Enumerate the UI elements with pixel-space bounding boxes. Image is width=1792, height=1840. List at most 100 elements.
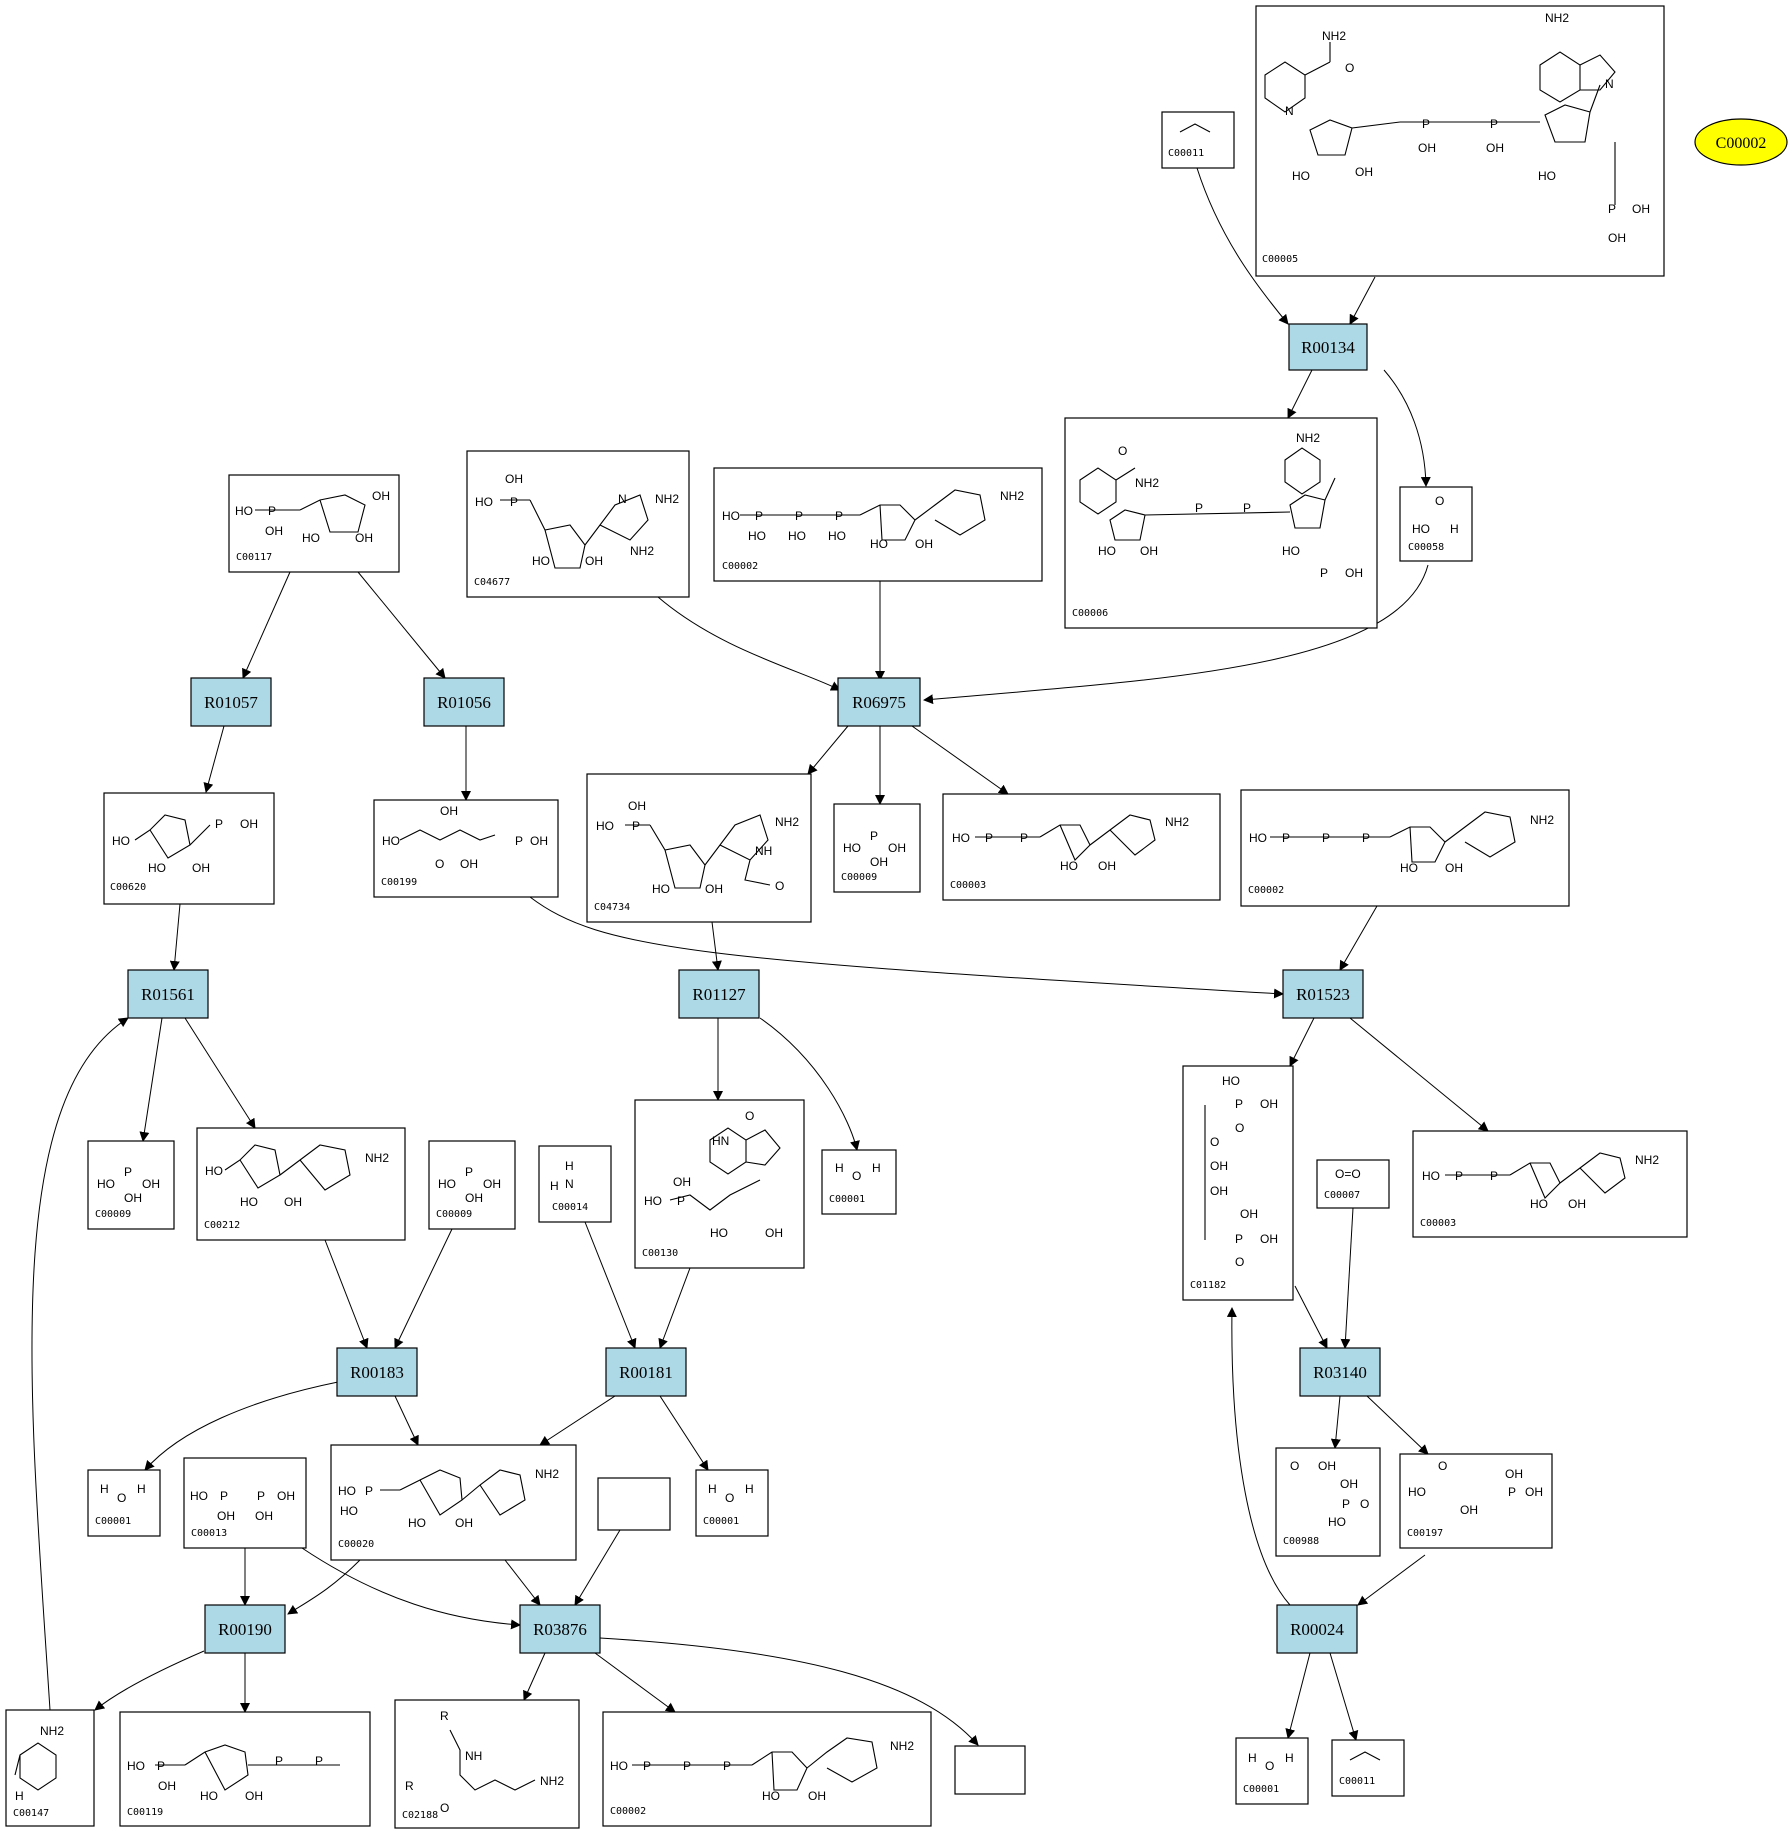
reaction-node[interactable]: R01057	[190, 677, 272, 727]
reaction-node[interactable]: R00024	[1276, 1604, 1358, 1654]
atom-label: P	[643, 1759, 651, 1773]
edge-c00197-r00024	[1357, 1554, 1426, 1606]
edge-r01561-c00009	[139, 1017, 163, 1142]
atom-label: O	[1265, 1759, 1274, 1773]
atom-label: HO	[1098, 544, 1116, 558]
highlight-node[interactable]: C00002	[1694, 118, 1788, 166]
atom-label: P	[1342, 1497, 1350, 1511]
reaction-node[interactable]: R01056	[423, 677, 505, 727]
reaction-node[interactable]: R00134	[1288, 323, 1368, 371]
edge-r03876-c00002c	[594, 1652, 676, 1713]
atom-label: HO	[1530, 1197, 1548, 1211]
edge-c00199-r01523	[529, 896, 1284, 999]
compound-label: C00620	[110, 882, 146, 893]
atom-label: OH	[1486, 141, 1504, 155]
atom-label: OH	[240, 817, 258, 831]
edge-r03140-c00988	[1330, 1395, 1341, 1449]
compound-node[interactable]: R NH R NH2 O C02188	[394, 1699, 580, 1829]
atom-label: HO	[408, 1516, 426, 1530]
compound-node[interactable]: HO P P OH OH OH C00013	[183, 1457, 307, 1549]
atom-label: O	[775, 879, 784, 893]
atom-label: HO	[843, 841, 861, 855]
atom-label: HO	[722, 509, 740, 523]
atom-label: OH	[265, 524, 283, 538]
compound-node[interactable]: HO P HO NH2 HO OH C00020	[330, 1444, 577, 1561]
atom-label: HO	[1400, 861, 1418, 875]
atom-label: OH	[460, 857, 478, 871]
reaction-node[interactable]: R00183	[336, 1347, 418, 1397]
compound-node[interactable]: O OH OH P O HO C00988	[1275, 1447, 1381, 1557]
atom-label: H	[1450, 522, 1459, 536]
compound-node[interactable]: HO P P NH2 HO OH C00003	[1412, 1130, 1688, 1238]
compound-node[interactable]: H N H C00014	[538, 1145, 612, 1223]
reaction-node[interactable]: R06975	[837, 677, 921, 727]
atom-label: NH2	[890, 1739, 914, 1753]
edge-c00005-r00134	[1349, 276, 1376, 325]
atom-label: O	[852, 1169, 861, 1183]
compound-node[interactable]: H O H C00001	[695, 1469, 769, 1537]
compound-node[interactable]: HO P OH P P HO OH C00119	[119, 1711, 371, 1827]
compound-label: C00002	[1248, 885, 1284, 896]
atom-label: OH	[1140, 544, 1158, 558]
compound-node[interactable]: H O H C00001	[87, 1469, 161, 1537]
atom-label: P	[1422, 117, 1430, 131]
reaction-label: R00024	[1290, 1620, 1344, 1639]
atom-label: OH	[255, 1509, 273, 1523]
reaction-node[interactable]: R01523	[1282, 969, 1364, 1019]
atom-label: HO	[1282, 544, 1300, 558]
reaction-node[interactable]: R00190	[204, 1604, 286, 1654]
atom-label: H	[872, 1161, 881, 1175]
reaction-node[interactable]: R00181	[605, 1347, 687, 1397]
compound-node[interactable]: O HO OH OH P OH C00197	[1399, 1453, 1553, 1549]
atom-label: NH2	[1635, 1153, 1659, 1167]
atom-label: OH	[1340, 1477, 1358, 1491]
edges	[31, 167, 1489, 1746]
compound-node[interactable]: HO P P P HO HO HO NH2 HO OH C00002	[713, 467, 1043, 582]
compound-node[interactable]: HO P OH OH C00009	[87, 1140, 175, 1230]
compound-node[interactable]: HO P OH OH HO OH C00117	[228, 474, 400, 573]
compound-node[interactable]: HO P OH OH C00009	[833, 803, 921, 893]
atom-label: OH	[1345, 566, 1363, 580]
reaction-node[interactable]: R03876	[519, 1604, 601, 1654]
atom-label: HO	[1292, 169, 1310, 183]
atom-label: OH	[142, 1177, 160, 1191]
compound-node[interactable]: O NH2 HO OH P P NH2 HO P OH C00006	[1064, 417, 1378, 629]
compound-node[interactable]: HO P OH O O OH OH OH P OH O C01182	[1182, 1065, 1294, 1301]
compound-node[interactable]: O=O C00007	[1316, 1159, 1390, 1209]
compound-node[interactable]: H O H C00001	[1235, 1737, 1309, 1805]
atom-label: H	[565, 1159, 574, 1173]
compound-node[interactable]: HO NH2 HO OH C00212	[196, 1127, 406, 1241]
compound-node[interactable]: HO P OH OH C00009	[428, 1140, 516, 1230]
compound-node[interactable]: HO P OH HO OH C00620	[103, 792, 275, 905]
atom-label: P	[723, 1759, 731, 1773]
atom-label: HO	[532, 554, 550, 568]
edge-c00212-r00183	[324, 1239, 369, 1349]
compound-node[interactable]: HN O OH HO P HO OH C00130	[634, 1099, 805, 1269]
reaction-node[interactable]: R03140	[1299, 1347, 1381, 1397]
compound-node[interactable]: HO P P NH2 HO OH C00003	[942, 793, 1221, 901]
compound-node[interactable]: OH HO P N NH2 NH2 HO OH C04677	[466, 450, 690, 598]
atom-label: OH	[355, 531, 373, 545]
compound-label: C00212	[204, 1220, 240, 1231]
atom-label: OH	[1568, 1197, 1586, 1211]
compound-node[interactable]: NH2 H C00147	[5, 1709, 95, 1827]
reaction-node[interactable]: R01561	[127, 969, 209, 1019]
compound-node[interactable]: C00011	[1331, 1739, 1405, 1797]
atom-label: H	[15, 1789, 24, 1803]
compound-node[interactable]: OH HO P NH2 NH O HO OH C04734	[586, 773, 812, 923]
atom-label: P	[315, 1754, 323, 1768]
compound-label: C00020	[338, 1539, 374, 1550]
compound-node[interactable]: HO P P P NH2 HO OH C00002	[1240, 789, 1570, 907]
compound-node[interactable]	[954, 1745, 1026, 1795]
compound-node[interactable]: NH2 O N HO OH P OH P OH NH2 N HO P OH OH…	[1255, 5, 1665, 277]
edge-r00134-c00058	[1383, 369, 1431, 487]
reaction-node[interactable]: R01127	[678, 969, 760, 1019]
compound-node[interactable]	[597, 1477, 671, 1531]
compound-node[interactable]: H O H C00001	[821, 1149, 897, 1215]
compound-node[interactable]: C00011	[1161, 111, 1235, 169]
atom-label: N	[1285, 104, 1294, 118]
atom-label: NH2	[365, 1151, 389, 1165]
compound-node[interactable]: HO OH O OH P OH C00199	[373, 799, 559, 898]
compound-node[interactable]: HO H O C00058	[1399, 486, 1473, 562]
compound-node[interactable]: HO P P P NH2 HO OH C00002	[602, 1711, 932, 1827]
